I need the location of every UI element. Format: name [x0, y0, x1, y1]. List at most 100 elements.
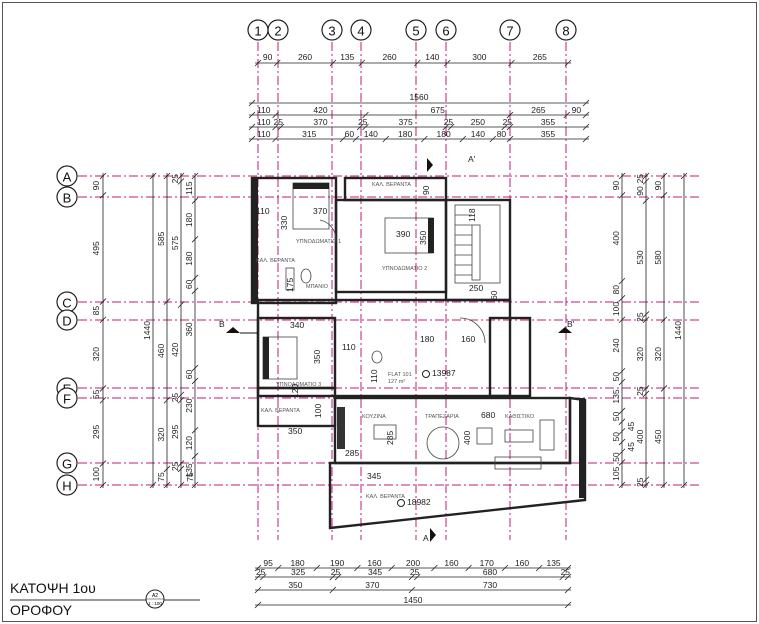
column-axis-bubble: [405, 19, 427, 41]
row-axis-bubble: [56, 387, 78, 409]
dim-tick: [191, 426, 199, 434]
dim-label: 100: [313, 404, 323, 418]
toilet-icon: [371, 350, 383, 364]
dim-tick: [163, 172, 171, 180]
dim-tick: [177, 172, 185, 180]
dim-label: 1440: [673, 321, 683, 340]
dim-label: 60: [184, 279, 194, 289]
dim-label: 160: [515, 558, 529, 568]
wall-fill: [252, 178, 258, 303]
dim-tick: [356, 123, 364, 131]
column-axis-label: 6: [442, 24, 449, 39]
dim-tick: [564, 601, 572, 609]
dim-tick: [191, 481, 199, 489]
dim-label: 75: [185, 472, 195, 482]
dim-tick: [334, 573, 342, 581]
dim-label: 175: [285, 278, 295, 292]
dim-label: 90: [635, 186, 645, 196]
dim-label: 420: [170, 342, 180, 356]
dim-label: 135: [546, 558, 560, 568]
dim-label: 25: [410, 567, 420, 577]
row-axis-label: B: [63, 191, 72, 206]
dim-label: 350: [418, 231, 428, 245]
dim-tick: [388, 564, 395, 572]
flat-area: 127 m²: [388, 379, 405, 385]
dim-label: 240: [611, 338, 621, 352]
dim-label: 300: [472, 52, 486, 62]
dim-label: 330: [279, 216, 289, 230]
dim-tick: [163, 298, 171, 305]
dim-tick: [272, 135, 279, 143]
dim-tick: [618, 459, 626, 466]
dim-tick: [177, 178, 185, 185]
level-marker-icon: [397, 499, 405, 507]
dim-tick: [275, 564, 282, 572]
dim-label: 25: [635, 477, 645, 487]
room-label-living: ΚΑΘΙΣΤΙΚΟ: [505, 414, 535, 420]
column-axis-label: 7: [506, 24, 513, 39]
dim-tick: [501, 564, 509, 572]
dim-label: 160: [367, 558, 381, 568]
dim-label: 375: [399, 117, 413, 127]
room-label-bedroom1: ΥΠΝΟΔΩΜΑΤΙΟ 1: [296, 239, 341, 245]
dim-label: 320: [91, 347, 101, 361]
section-label-b-prime: B': [567, 319, 575, 329]
dim-label: 90: [421, 185, 431, 195]
dim-tick: [254, 564, 262, 572]
section-markers: B B' A' A: [219, 154, 575, 543]
dim-label: 295: [170, 425, 180, 439]
dim-tick: [642, 178, 650, 185]
dim-label: 60: [345, 129, 355, 139]
interior-dimensions: 110 330 370 390 350 90 250 175 118 60 34…: [256, 185, 499, 481]
dim-tick: [582, 135, 590, 143]
dim-tick: [99, 172, 107, 180]
dim-tick: [254, 59, 262, 67]
dim-tick: [408, 573, 416, 581]
dim-tick: [618, 407, 626, 415]
dim-tick: [191, 364, 199, 372]
dim-label: 180: [184, 251, 194, 265]
dim-tick: [273, 59, 281, 67]
dim-label: 25: [256, 567, 266, 577]
level-value: 13987: [432, 368, 456, 378]
dimension-chain: 1440: [142, 172, 157, 489]
room-label-veranda-small: ΚΑΛ. ΒΕΡΑΝΤΑ: [261, 408, 300, 414]
dim-tick: [680, 481, 688, 489]
column-axis-bubble: [499, 19, 521, 41]
dim-tick: [618, 418, 626, 425]
dim-label: 50: [611, 432, 621, 442]
dim-label: 25: [635, 174, 645, 184]
row-axis-bubble: [56, 186, 78, 208]
dim-tick: [248, 135, 256, 143]
dim-label: 1440: [142, 321, 152, 340]
dim-label: 370: [313, 117, 327, 127]
dim-tick: [618, 192, 626, 199]
dim-tick: [660, 481, 668, 489]
dim-tick: [329, 573, 337, 581]
dim-label: 400: [635, 429, 645, 443]
row-axis-label: G: [62, 457, 72, 472]
dim-tick: [163, 465, 171, 473]
dim-label: 25: [170, 393, 180, 403]
dim-label: 115: [184, 181, 194, 195]
dim-label: 45: [626, 442, 636, 452]
row-axis-bubble: [56, 309, 78, 331]
dim-tick: [444, 59, 451, 67]
dim-tick: [408, 586, 416, 594]
dim-label: 285: [385, 431, 395, 445]
dim-label: 320: [156, 427, 166, 441]
furniture: [262, 182, 555, 470]
dim-label: 400: [462, 431, 472, 445]
row-axis-label: F: [63, 392, 71, 407]
dim-label: 25: [635, 386, 645, 396]
dim-tick: [642, 172, 650, 180]
room-label-veranda-left: ΚΑΛ. ΒΕΡΑΝΤΑ: [256, 258, 295, 264]
dim-tick: [191, 274, 199, 282]
dim-tick: [618, 277, 626, 285]
dim-tick: [642, 385, 650, 392]
